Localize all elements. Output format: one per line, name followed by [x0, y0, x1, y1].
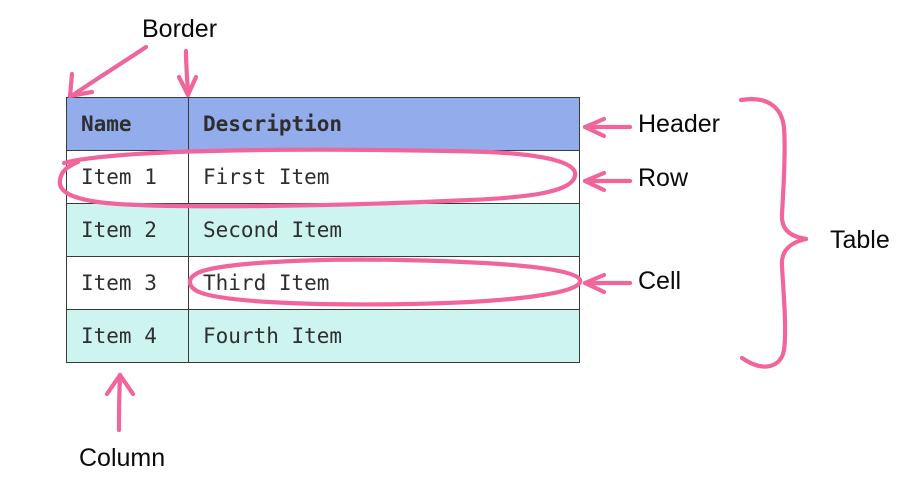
table-brace	[738, 97, 809, 369]
cell-name: Item 1	[66, 150, 189, 204]
table-row: Item 1 First Item	[66, 150, 580, 204]
table-header-row: Name Description	[66, 97, 580, 151]
cell-description: Fourth Item	[188, 309, 580, 363]
cell-description: Second Item	[188, 203, 580, 257]
annotation-label-column: Column	[79, 444, 166, 472]
cell-description: First Item	[188, 150, 580, 204]
column-arrow	[104, 372, 136, 433]
border-vertical-arrow	[176, 48, 199, 98]
annotation-label-header: Header	[638, 110, 720, 138]
annotation-label-border: Border	[142, 15, 218, 43]
row-arrow	[582, 170, 633, 193]
header-arrow	[582, 116, 633, 139]
table-body: Item 1 First Item Item 2 Second Item Ite…	[66, 150, 580, 363]
annotation-label-table: Table	[830, 226, 890, 254]
table-container: Name Description Item 1 First Item Item …	[66, 97, 580, 363]
demo-table: Name Description Item 1 First Item Item …	[66, 97, 580, 363]
table-row: Item 2 Second Item	[66, 203, 580, 257]
table-row: Item 4 Fourth Item	[66, 309, 580, 363]
table-row: Item 3 Third Item	[66, 256, 580, 310]
column-header-name: Name	[66, 97, 189, 151]
annotation-label-cell: Cell	[638, 267, 682, 295]
cell-description: Third Item	[188, 256, 580, 310]
border-diagonal-arrow	[67, 44, 149, 99]
cell-name: Item 3	[66, 256, 189, 310]
cell-name: Item 4	[66, 309, 189, 363]
column-header-description: Description	[188, 97, 580, 151]
annotation-label-row: Row	[638, 164, 689, 192]
cell-arrow	[582, 272, 633, 295]
cell-name: Item 2	[66, 203, 189, 257]
